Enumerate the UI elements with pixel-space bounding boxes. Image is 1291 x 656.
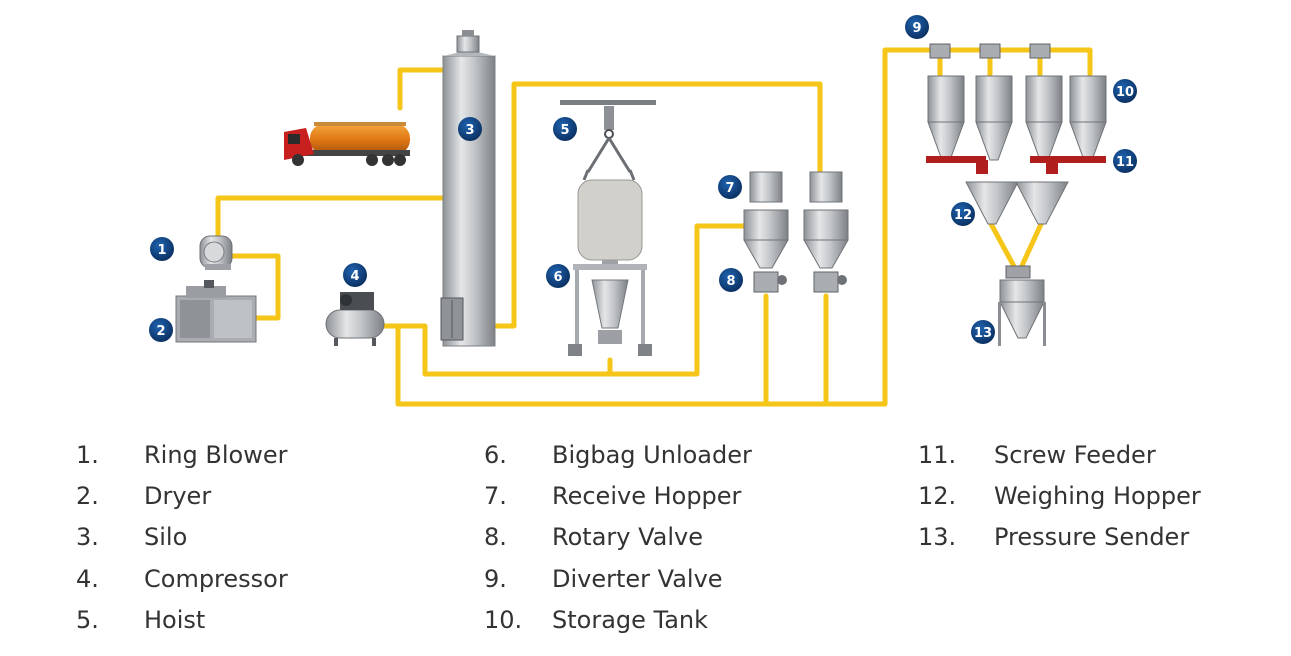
- legend-item: 9. Diverter Valve: [484, 560, 804, 601]
- badge-8: 8: [719, 268, 743, 292]
- svg-text:9: 9: [912, 21, 921, 36]
- legend-item: 5. Hoist: [76, 601, 376, 642]
- legend-number: 6.: [484, 441, 507, 469]
- legend-label: Silo: [144, 523, 188, 552]
- badge-6: 6: [546, 264, 570, 288]
- legend-item: 10. Storage Tank: [484, 601, 804, 642]
- legend-number: 1.: [76, 441, 99, 469]
- badge-13: 13: [971, 320, 995, 344]
- svg-text:5: 5: [560, 123, 569, 138]
- badge-7: 7: [718, 175, 742, 199]
- svg-text:13: 13: [974, 326, 992, 341]
- legend-number: 7.: [484, 482, 507, 511]
- screw-feeder-icon: [926, 156, 1106, 174]
- svg-text:6: 6: [553, 270, 562, 285]
- diverter-valve-icon: [929, 43, 1051, 59]
- legend-label: Weighing Hopper: [994, 482, 1201, 511]
- bigbag-unloader-icon: [568, 179, 652, 356]
- legend-number: 8.: [484, 523, 507, 552]
- storage-tank-icon: [927, 75, 1107, 161]
- svg-text:3: 3: [465, 123, 474, 138]
- legend-label: Receive Hopper: [552, 482, 742, 511]
- legend-label: Hoist: [144, 605, 206, 634]
- badge-12: 12: [951, 202, 975, 226]
- legend-label: Rotary Valve: [552, 523, 703, 552]
- silo-icon: [440, 30, 496, 347]
- legend-column-1: 1. Ring Blower 2. Dryer 3. Silo 4. Compresso…: [76, 436, 376, 642]
- legend-number: 3.: [76, 523, 99, 552]
- svg-text:10: 10: [1116, 85, 1134, 100]
- legend-item: 3. Silo: [76, 518, 376, 559]
- legend-label: Screw Feeder: [994, 441, 1156, 469]
- pressure-sender-icon: [998, 265, 1046, 346]
- weighing-hopper-icon: [965, 181, 1069, 225]
- svg-text:8: 8: [726, 274, 735, 289]
- svg-text:1: 1: [157, 243, 166, 258]
- ring-blower-icon: [199, 235, 233, 270]
- badge-11: 11: [1113, 149, 1137, 173]
- legend-label: Compressor: [144, 564, 288, 593]
- badge-2: 2: [149, 318, 173, 342]
- legend-number: 2.: [76, 482, 99, 511]
- legend-column-2: 6. Bigbag Unloader 7. Receive Hopper 8. Rot…: [484, 436, 804, 642]
- legend-column-3: 11. Screw Feeder 12. Weighing Hopper 13. Pr…: [918, 436, 1258, 560]
- badge-1: 1: [150, 237, 174, 261]
- legend-item: 6. Bigbag Unloader: [484, 436, 804, 477]
- badge-9: 9: [905, 15, 929, 39]
- rotary-valve-icon: [753, 271, 847, 293]
- process-diagram: 1 2 3 4 5 6 7 8 9 10 11 12 13: [149, 15, 1137, 407]
- pipelines: [215, 47, 1093, 407]
- legend-number: 4.: [76, 564, 99, 593]
- badge-10: 10: [1113, 79, 1137, 103]
- legend-item: 13. Pressure Sender: [918, 518, 1258, 559]
- legend-item: 8. Rotary Valve: [484, 518, 804, 559]
- legend-number: 11.: [918, 441, 957, 469]
- badges: 1 2 3 4 5 6 7 8 9 10 11 12 13: [149, 15, 1137, 344]
- legend-item: 4. Compressor: [76, 560, 376, 601]
- receive-hopper-icon: [743, 171, 849, 269]
- legend-label: Diverter Valve: [552, 564, 723, 593]
- legend-number: 12.: [918, 482, 957, 511]
- legend-item: 7. Receive Hopper: [484, 477, 804, 518]
- legend-item: 11. Screw Feeder: [918, 436, 1258, 477]
- legend-label: Dryer: [144, 482, 212, 511]
- hoist-icon: [560, 100, 656, 181]
- legend-label: Bigbag Unloader: [552, 441, 752, 469]
- badge-4: 4: [343, 263, 367, 287]
- legend-label: Pressure Sender: [994, 523, 1190, 552]
- dryer-icon: [175, 280, 257, 343]
- legend-item: 2. Dryer: [76, 477, 376, 518]
- svg-text:2: 2: [156, 324, 165, 339]
- legend-number: 13.: [918, 523, 957, 552]
- badge-3: 3: [458, 117, 482, 141]
- legend-item: 1. Ring Blower: [76, 436, 376, 477]
- legend-number: 5.: [76, 605, 99, 634]
- legend-number: 10.: [484, 605, 523, 634]
- legend-item: 12. Weighing Hopper: [918, 477, 1258, 518]
- legend-label: Ring Blower: [144, 441, 288, 469]
- svg-text:4: 4: [350, 269, 359, 284]
- svg-text:11: 11: [1116, 155, 1134, 170]
- svg-text:12: 12: [954, 208, 972, 223]
- tanker-truck-icon: [284, 122, 410, 166]
- legend-number: 9.: [484, 564, 507, 593]
- svg-text:7: 7: [725, 181, 734, 196]
- legend-label: Storage Tank: [552, 605, 709, 634]
- badge-5: 5: [553, 117, 577, 141]
- compressor-icon: [325, 292, 385, 346]
